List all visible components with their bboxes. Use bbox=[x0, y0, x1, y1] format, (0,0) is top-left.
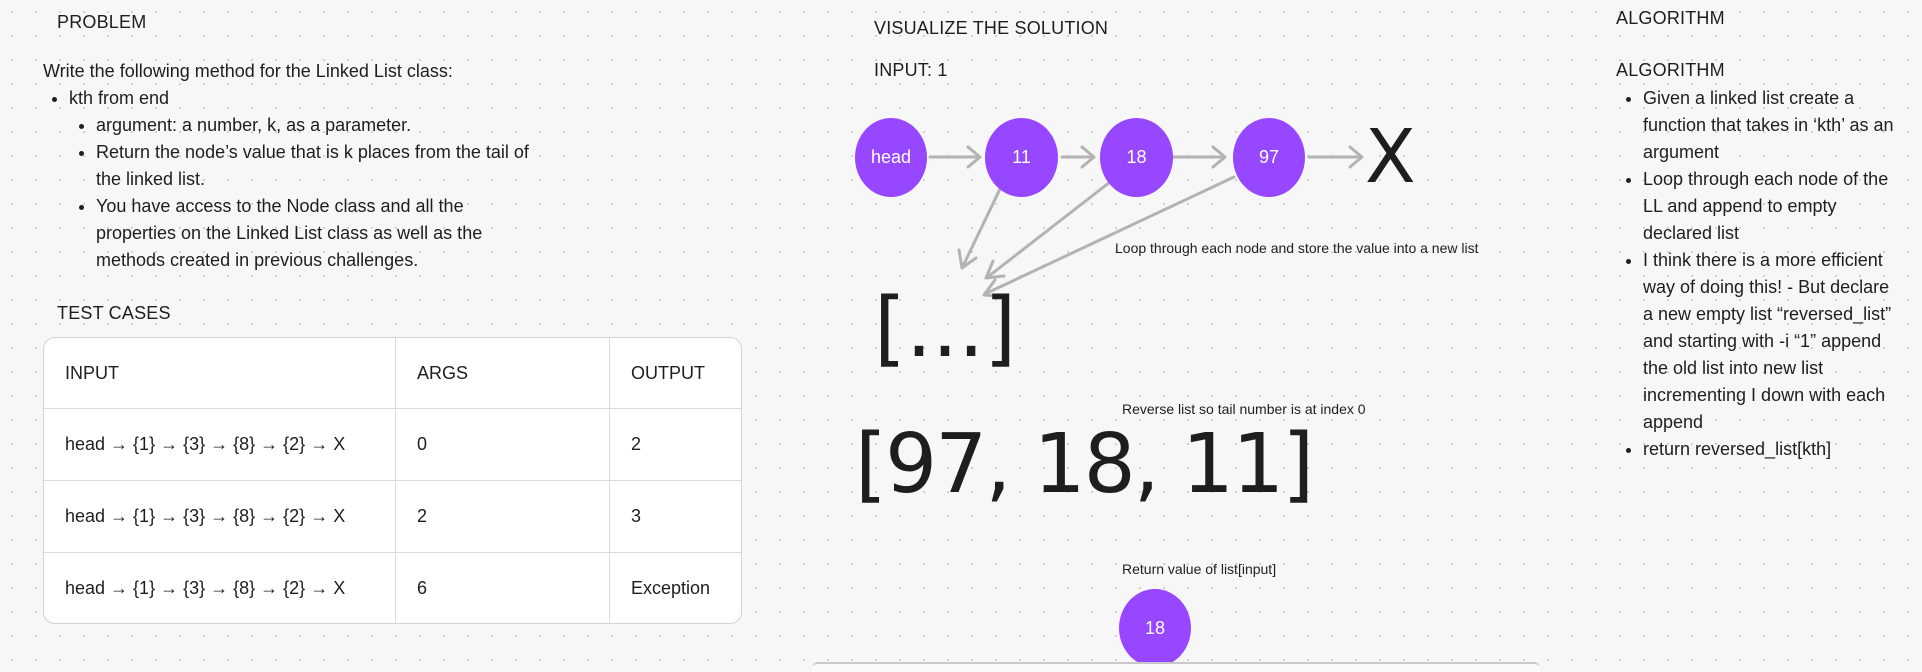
column-header-output: OUTPUT bbox=[631, 362, 705, 383]
reverse-note: Reverse list so tail number is at index … bbox=[1122, 401, 1366, 417]
null-terminator: X bbox=[1365, 114, 1416, 200]
table-row: head → {1} → {3} → {8} → {2} → X 0 2 bbox=[44, 408, 741, 480]
algorithm-steps: Given a linked list create a function th… bbox=[1616, 85, 1901, 463]
arrow-11-to-list bbox=[957, 187, 1002, 270]
table-row: head → {1} → {3} → {8} → {2} → X 6 Excep… bbox=[44, 552, 741, 623]
node-11: 11 bbox=[985, 118, 1058, 197]
problem-heading: PROBLEM bbox=[57, 12, 147, 32]
problem-sub-bullet: Return the node’s value that is k places… bbox=[96, 139, 536, 193]
args-cell: 6 bbox=[396, 553, 610, 623]
problem-sub-bullet: You have access to the Node class and al… bbox=[96, 193, 536, 274]
algorithm-step: return reversed_list[kth] bbox=[1643, 436, 1901, 463]
algorithm-heading: ALGORITHM bbox=[1616, 60, 1725, 80]
input-cell: head → {1} → {3} → {8} → {2} → X bbox=[44, 409, 396, 480]
problem-sub-bullets: argument: a number, k, as a parameter. R… bbox=[69, 112, 536, 274]
arrow-18-to-list bbox=[984, 180, 1112, 280]
problem-intro: Write the following method for the Linke… bbox=[43, 61, 453, 81]
empty-list: [...] bbox=[874, 281, 1017, 376]
output-cell: 3 bbox=[631, 506, 642, 526]
args-cell: 2 bbox=[396, 481, 610, 552]
loop-note: Loop through each node and store the val… bbox=[1115, 240, 1479, 256]
arrow-97-to-x bbox=[1307, 145, 1364, 169]
input-cell: head → {1} → {3} → {8} → {2} → X bbox=[44, 481, 396, 552]
node-97: 97 bbox=[1233, 118, 1305, 197]
problem-body: Write the following method for the Linke… bbox=[43, 58, 563, 274]
problem-sub-bullet: argument: a number, k, as a parameter. bbox=[96, 112, 536, 139]
return-note: Return value of list[input] bbox=[1122, 561, 1277, 577]
table-header-row: INPUT ARGS OUTPUT bbox=[44, 338, 741, 408]
table-row: head → {1} → {3} → {8} → {2} → X 2 3 bbox=[44, 480, 741, 552]
problem-bullet: kth from end argument: a number, k, as a… bbox=[69, 85, 563, 274]
output-cell: Exception bbox=[631, 578, 711, 598]
algorithm-top-heading: ALGORITHM bbox=[1616, 8, 1725, 28]
algorithm-step: Loop through each node of the LL and app… bbox=[1643, 166, 1901, 247]
reversed-list: [97, 18, 11] bbox=[855, 417, 1314, 512]
node-18: 18 bbox=[1100, 118, 1173, 197]
algorithm-step: I think there is a more efficient way of… bbox=[1643, 247, 1901, 436]
arrow-head-to-11 bbox=[928, 145, 982, 169]
column-header-input: INPUT bbox=[44, 338, 396, 408]
test-cases-table: INPUT ARGS OUTPUT head → {1} → {3} → {8}… bbox=[43, 337, 742, 624]
test-cases-heading: TEST CASES bbox=[57, 303, 171, 323]
args-cell: 0 bbox=[396, 409, 610, 480]
input-label: INPUT: 1 bbox=[874, 60, 948, 80]
problem-bullets: kth from end argument: a number, k, as a… bbox=[43, 85, 563, 274]
arrow-97-to-list bbox=[982, 175, 1236, 298]
node-head: head bbox=[855, 118, 927, 197]
input-cell: head → {1} → {3} → {8} → {2} → X bbox=[44, 553, 396, 623]
algorithm-step: Given a linked list create a function th… bbox=[1643, 85, 1901, 166]
output-cell: 2 bbox=[631, 434, 642, 454]
column-header-args: ARGS bbox=[396, 338, 610, 408]
bottom-panel-edge bbox=[812, 662, 1540, 672]
arrow-11-to-18 bbox=[1060, 145, 1096, 169]
problem-bullet-text: kth from end bbox=[69, 88, 170, 108]
visualize-heading: VISUALIZE THE SOLUTION bbox=[874, 18, 1109, 38]
result-node: 18 bbox=[1119, 589, 1191, 667]
